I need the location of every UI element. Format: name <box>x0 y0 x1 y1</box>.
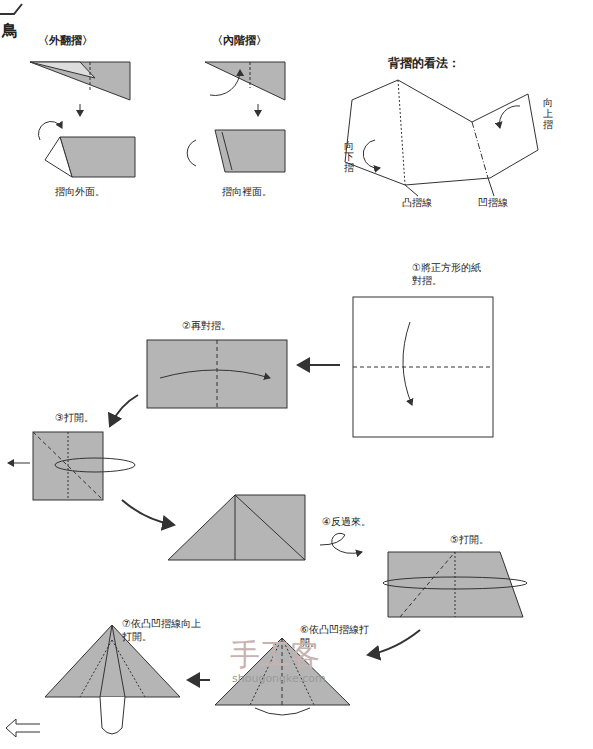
fold-line-name: 凹摺線 <box>478 197 508 210</box>
section-mark: 鳥 <box>2 22 18 40</box>
watermark: 手工客 <box>230 636 320 674</box>
step-instruction: ①將正方形的紙對摺。 <box>412 262 488 287</box>
fold-note: 摺向外面。 <box>55 186 105 199</box>
step-instruction: ⑤打開。 <box>450 534 489 547</box>
fold-note: 摺向裡面。 <box>222 186 272 199</box>
step-instruction: ③打開。 <box>55 412 94 425</box>
step-instruction: ⑦依凸凹摺線向上打開。 <box>122 618 206 643</box>
legend-title: 背摺的看法： <box>388 56 460 71</box>
watermark: shougongke.com <box>232 672 326 686</box>
step-instruction: ④反過來。 <box>322 516 371 529</box>
fold-direction: 向上摺 <box>543 97 553 130</box>
fold-title: 〈外翻摺〉 <box>38 34 93 48</box>
step-instruction: ②再對摺。 <box>182 320 231 333</box>
fold-direction: 向下摺 <box>344 140 354 173</box>
fold-line-name: 凸摺線 <box>402 197 432 210</box>
fold-title: 〈內階摺〉 <box>212 34 267 48</box>
